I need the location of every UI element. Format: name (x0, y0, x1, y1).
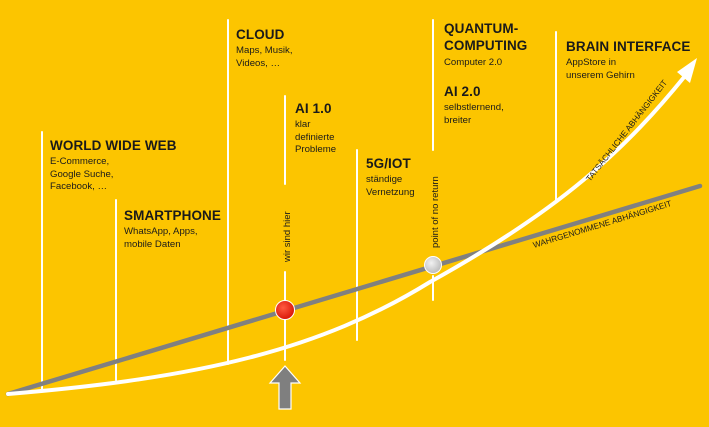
milestone-description: E-Commerce, Google Suche, Facebook, … (50, 156, 114, 192)
milestone-brain: BRAIN INTERFACE AppStore in unserem Gehi… (566, 38, 691, 82)
milestone-title: AI 1.0 (295, 101, 332, 116)
milestone-ai1: AI 1.0 klar definierte Probleme (295, 100, 336, 156)
current-position-dot (275, 300, 295, 320)
milestone-title: 5G/IOT (366, 156, 411, 171)
milestone-www: WORLD WIDE WEB E-Commerce, Google Suche,… (50, 137, 177, 193)
milestone-title: CLOUD (236, 27, 285, 42)
point-of-no-return-dot (424, 256, 442, 274)
perceived-dependency-line (5, 183, 703, 397)
milestone-smartphone: SMARTPHONE WhatsApp, Apps, mobile Daten (124, 207, 221, 251)
actual-dependency-label: TATSÄCHLICHE ABHÄNGIGKEIT (584, 78, 669, 183)
no-return-label: point of no return (430, 176, 441, 248)
milestone-title: BRAIN INTERFACE (566, 39, 691, 54)
actual-dependency-curve (6, 74, 687, 396)
curve-arrowhead (677, 58, 697, 83)
milestone-description: ständige Vernetzung (366, 174, 415, 198)
milestone-title: QUANTUM- COMPUTING (444, 21, 528, 54)
current-position-arrow (268, 365, 302, 410)
milestone-ai2: AI 2.0 selbstlernend, breiter (444, 83, 504, 127)
current-position-label: wir sind hier (282, 211, 293, 263)
milestone-title: WORLD WIDE WEB (50, 138, 177, 153)
milestone-description: klar definierte Probleme (295, 119, 337, 155)
milestone-cloud: CLOUD Maps, Musik, Videos, … (236, 26, 293, 70)
milestone-description: WhatsApp, Apps, mobile Daten (124, 226, 198, 250)
milestone-title: SMARTPHONE (124, 208, 222, 223)
milestone-title: AI 2.0 (444, 84, 481, 99)
milestone-quantum: QUANTUM- COMPUTING Computer 2.0 (444, 20, 527, 69)
milestone-description: Maps, Musik, Videos, … (236, 45, 293, 69)
milestone-iot: 5G/IOT ständige Vernetzung (366, 155, 415, 199)
milestone-description: Computer 2.0 (444, 56, 503, 68)
milestone-description: selbstlernend, breiter (444, 102, 504, 126)
milestone-description: AppStore in unserem Gehirn (566, 57, 635, 81)
